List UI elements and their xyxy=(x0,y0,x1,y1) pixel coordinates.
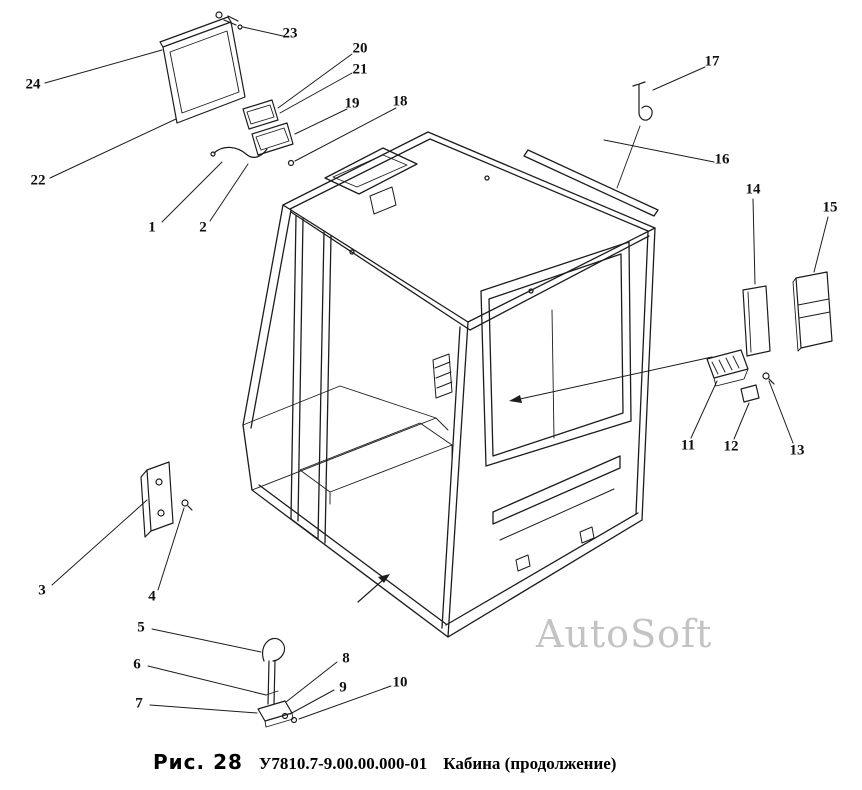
door-trim-strip xyxy=(492,455,621,525)
callout-9: 9 xyxy=(339,679,347,696)
callout-4: 4 xyxy=(148,588,156,605)
callout-1: 1 xyxy=(148,219,156,236)
callout-10: 10 xyxy=(392,674,408,691)
callout-6: 6 xyxy=(133,656,141,673)
callout-22: 22 xyxy=(30,172,46,189)
part-visor-panel xyxy=(159,16,246,124)
roof-outline xyxy=(282,131,656,323)
callout-7: 7 xyxy=(135,695,143,712)
callout-5: 5 xyxy=(137,619,145,636)
location-arrow xyxy=(357,578,385,603)
part-wiper-arm xyxy=(210,146,268,158)
part-lever-assembly xyxy=(257,637,298,728)
part-hook xyxy=(616,81,653,189)
part-hinge-bracket xyxy=(215,11,243,30)
callout-3: 3 xyxy=(38,582,46,599)
figure-caption: Рис. 28 У7810.7-9.00.00.000-01 Кабина (п… xyxy=(153,750,616,774)
callout-19: 19 xyxy=(344,95,360,112)
callout-21: 21 xyxy=(352,61,368,78)
part-plate-14 xyxy=(742,285,771,357)
figure-number: Рис. 28 xyxy=(153,750,243,774)
callout-13: 13 xyxy=(789,442,805,459)
callout-20: 20 xyxy=(352,40,368,57)
figure-title: Кабина (продолжение) xyxy=(443,754,617,773)
part-bracket-3 xyxy=(140,461,174,538)
leader-lines xyxy=(44,26,829,720)
callout-8: 8 xyxy=(342,650,350,667)
callout-15: 15 xyxy=(822,199,838,216)
part-handle-11 xyxy=(706,349,749,387)
callout-11: 11 xyxy=(680,437,696,454)
cab-body xyxy=(242,131,659,638)
callout-17: 17 xyxy=(704,53,720,70)
callout-14: 14 xyxy=(745,181,761,198)
handle-mount-location xyxy=(432,353,453,399)
watermark: AutoSoft xyxy=(536,612,713,656)
callout-12: 12 xyxy=(723,438,739,455)
roof-gutter xyxy=(523,149,659,217)
part-screw-13 xyxy=(762,372,775,385)
figure-code: У7810.7-9.00.00.000-01 xyxy=(258,754,428,773)
exploded-parts xyxy=(140,11,833,728)
cab-interior xyxy=(242,385,453,505)
callout-2: 2 xyxy=(199,219,207,236)
callout-18: 18 xyxy=(392,93,408,110)
part-pad-upper xyxy=(242,99,279,130)
part-pad-lower xyxy=(251,122,294,156)
callout-16: 16 xyxy=(714,151,730,168)
part-screw-18 xyxy=(287,159,295,167)
part-screw-4 xyxy=(181,499,193,511)
part-bracket-12 xyxy=(740,384,760,403)
side-window xyxy=(480,241,632,467)
callout-24: 24 xyxy=(25,76,41,93)
roof-hatch xyxy=(324,147,418,215)
part-block-15 xyxy=(792,271,833,352)
front-window-posts xyxy=(290,215,332,544)
callout-23: 23 xyxy=(282,25,298,42)
